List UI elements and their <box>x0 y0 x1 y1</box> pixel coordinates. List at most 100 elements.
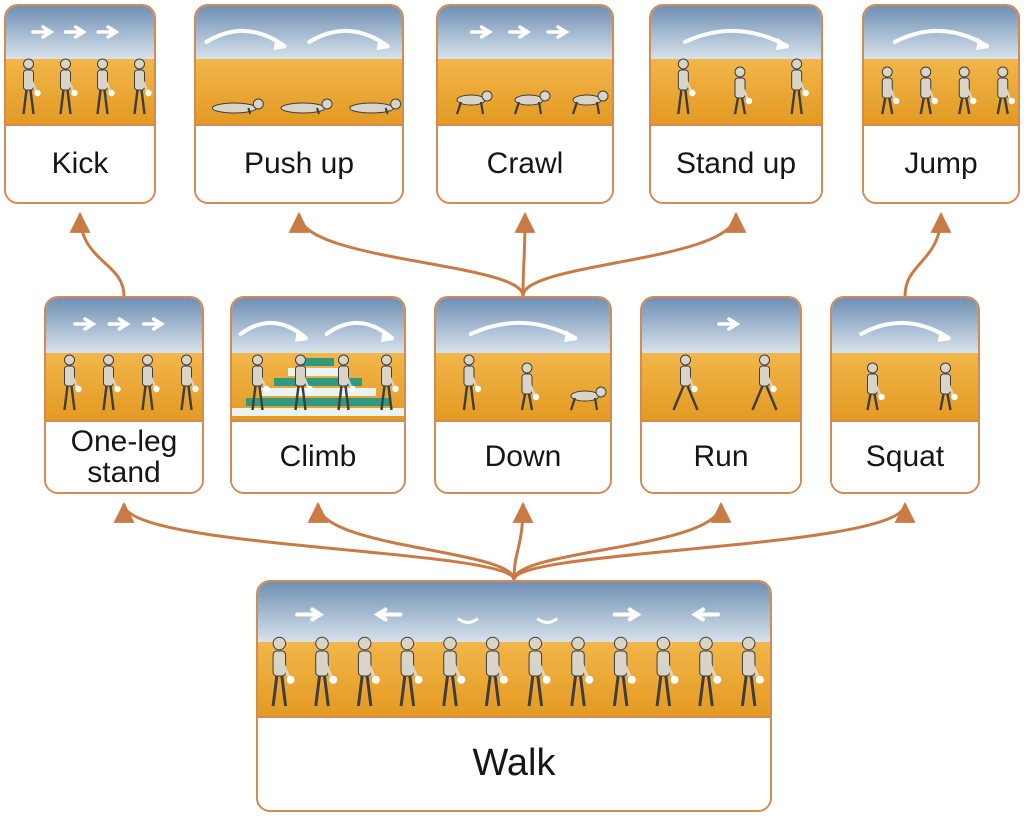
edge-squat-to-jump <box>903 211 952 297</box>
edge-walk-to-down <box>512 501 534 581</box>
robot-figure <box>399 636 423 707</box>
node-down: Down <box>434 296 612 494</box>
robot-figure <box>442 636 466 707</box>
robot-figure <box>698 636 722 707</box>
node-squat: Squat <box>830 296 980 494</box>
motion-scene-image <box>832 298 978 420</box>
node-crawl: Crawl <box>436 4 614 204</box>
motion-scene-image <box>6 6 154 124</box>
robot-figure <box>337 354 356 411</box>
node-squat-label: Squat <box>832 420 978 492</box>
robot-figure <box>63 354 82 411</box>
robot-figure <box>380 354 399 411</box>
edge-walk-to-run <box>512 501 732 581</box>
node-run-label: Run <box>642 420 800 492</box>
robot-figure <box>462 354 482 411</box>
robot-figure <box>59 58 78 115</box>
motion-scene-image <box>258 582 770 716</box>
node-stand-up: Stand up <box>649 4 823 204</box>
stairs-terrain <box>232 358 404 416</box>
edge-down-to-stand_up <box>521 211 747 297</box>
node-crawl-label: Crawl <box>438 124 612 202</box>
robot-figure <box>866 362 885 411</box>
robot-figure <box>672 354 699 411</box>
robot-figure <box>484 636 508 707</box>
node-walk: Walk <box>256 580 772 812</box>
robot-figure <box>790 58 809 115</box>
motion-scene-image <box>864 6 1018 124</box>
robot-figure <box>881 66 900 115</box>
motion-arrow-icon <box>892 28 990 50</box>
motion-arrow-icon <box>73 317 165 331</box>
node-climb-label: Climb <box>232 420 404 492</box>
robot-figure <box>996 66 1015 115</box>
node-stand-up-label: Stand up <box>651 124 821 202</box>
robot-figure <box>571 90 609 115</box>
robot-figure <box>570 636 594 707</box>
motion-arrow-icon <box>717 317 741 331</box>
robot-figure <box>569 386 607 411</box>
node-kick: Kick <box>4 4 156 204</box>
robot-figure <box>919 66 938 115</box>
robot-figure <box>939 362 958 411</box>
motion-arrow-icon <box>31 25 120 39</box>
motion-arrow-icon <box>683 28 789 50</box>
motion-scene-image <box>436 298 610 420</box>
motion-arrow-icon <box>859 321 951 342</box>
motion-arrow-icon <box>469 25 570 39</box>
edge-down-to-push_up <box>288 211 525 297</box>
robot-figure <box>513 90 551 115</box>
motion-scene-image <box>438 6 612 124</box>
node-walk-label: Walk <box>258 716 770 810</box>
motion-arrow-icon <box>468 320 578 342</box>
edge-walk-to-climb <box>307 501 516 581</box>
motion-arrow-icon <box>295 607 720 624</box>
robot-figure <box>180 354 199 411</box>
robot-figure <box>96 58 115 115</box>
robot-figure <box>102 354 121 411</box>
motion-scene-image <box>196 6 402 124</box>
motion-scene-image <box>232 298 404 420</box>
edge-one_leg_stand-to-kick <box>69 211 126 297</box>
robot-figure <box>655 636 679 707</box>
edge-walk-to-one_leg_stand <box>113 501 516 581</box>
node-one-leg-stand-label: One-leg stand <box>46 420 202 492</box>
edge-walk-to-squat <box>512 501 916 581</box>
node-kick-label: Kick <box>6 124 154 202</box>
node-one-leg-stand: One-leg stand <box>44 296 204 494</box>
robot-figure <box>356 636 380 707</box>
motion-scene-image <box>642 298 800 420</box>
robot-figure <box>520 362 540 411</box>
motion-scene-image <box>46 298 202 420</box>
node-down-label: Down <box>436 420 610 492</box>
motion-scene-image <box>651 6 821 124</box>
robot-figure <box>527 636 551 707</box>
robot-figure <box>271 636 295 707</box>
node-climb: Climb <box>230 296 406 494</box>
robot-figure <box>740 636 764 707</box>
robot-figure <box>211 98 264 115</box>
robot-figure <box>141 354 160 411</box>
robot-figure <box>280 98 333 115</box>
robot-figure <box>314 636 338 707</box>
motion-arrow-icon <box>204 29 390 50</box>
node-run: Run <box>640 296 802 494</box>
robot-figure <box>133 58 152 115</box>
robot-figure <box>251 354 270 411</box>
robot-figure <box>677 58 696 115</box>
robot-figure <box>751 354 778 411</box>
robot-figure <box>294 354 313 411</box>
node-jump: Jump <box>862 4 1020 204</box>
motion-arrow-icon <box>238 320 394 342</box>
robot-figure <box>733 66 753 115</box>
node-push-up-label: Push up <box>196 124 402 202</box>
robot-figure <box>455 90 493 115</box>
robot-figure <box>612 636 636 707</box>
node-jump-label: Jump <box>864 124 1018 202</box>
edge-down-to-crawl <box>514 211 536 297</box>
robot-figure <box>958 66 977 115</box>
robot-figure <box>349 98 402 115</box>
node-push-up: Push up <box>194 4 404 204</box>
